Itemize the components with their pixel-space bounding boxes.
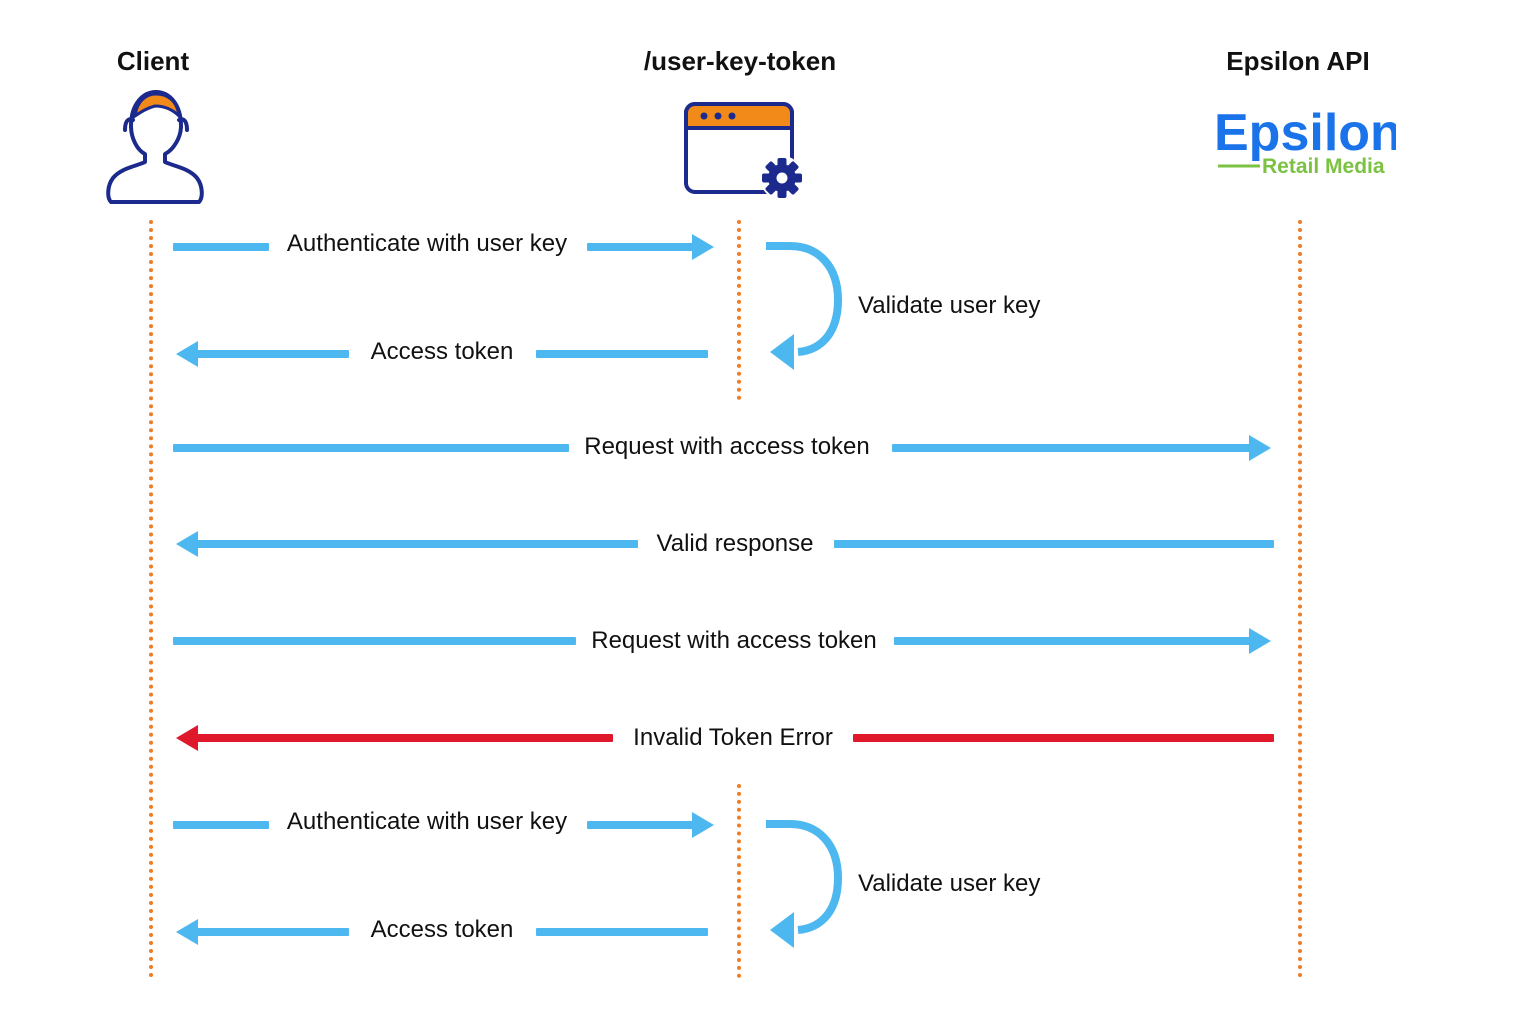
message-arrow-authenticate-1 bbox=[173, 243, 269, 251]
message-label-validate-1: Validate user key bbox=[858, 292, 1041, 319]
user-icon bbox=[106, 90, 204, 204]
message-arrow-valid-response-tail bbox=[834, 540, 1274, 548]
message-label-invalid-token-error: Invalid Token Error bbox=[633, 724, 833, 751]
message-label-validate-2: Validate user key bbox=[858, 870, 1041, 897]
message-arrow-access-token-1-tail bbox=[536, 350, 708, 358]
message-label-access-token-1: Access token bbox=[370, 338, 514, 365]
message-label-request-2: Request with access token bbox=[591, 627, 877, 654]
message-arrow-authenticate-1-tail bbox=[587, 243, 693, 251]
message-label-authenticate-1: Authenticate with user key bbox=[286, 230, 568, 257]
message-arrow-access-token-2 bbox=[196, 928, 349, 936]
message-arrow-access-token-1 bbox=[196, 350, 349, 358]
epsilon-logo-brand: Epsilon bbox=[1214, 104, 1396, 162]
message-arrow-request-1 bbox=[173, 444, 569, 452]
self-loop-arrow-validate-2 bbox=[766, 820, 843, 948]
message-label-authenticate-2: Authenticate with user key bbox=[286, 808, 568, 835]
api-lifeline bbox=[1298, 220, 1302, 978]
arrowhead-right bbox=[692, 234, 714, 260]
actor-api-title: Epsilon API bbox=[1226, 46, 1370, 76]
endpoint-lifeline-1 bbox=[737, 220, 741, 400]
actor-client-title: Client bbox=[116, 46, 190, 76]
self-loop-arrow-validate-1 bbox=[766, 242, 843, 370]
message-arrow-authenticate-2-tail bbox=[587, 821, 693, 829]
api-window-gear-icon bbox=[684, 102, 804, 200]
arrowhead-left bbox=[176, 531, 198, 557]
message-arrow-authenticate-2 bbox=[173, 821, 269, 829]
epsilon-logo: Epsilon Retail Media bbox=[1214, 104, 1396, 178]
message-arrow-request-2-tail bbox=[894, 637, 1250, 645]
arrowhead-right bbox=[1249, 628, 1271, 654]
message-arrow-invalid-token-error bbox=[196, 734, 613, 742]
message-arrow-invalid-token-error-tail bbox=[853, 734, 1274, 742]
message-arrow-access-token-2-tail bbox=[536, 928, 708, 936]
message-label-valid-response: Valid response bbox=[656, 530, 814, 557]
arrowhead-left bbox=[176, 341, 198, 367]
endpoint-lifeline-2 bbox=[737, 784, 741, 978]
arrowhead-right bbox=[692, 812, 714, 838]
message-arrow-request-1-tail bbox=[892, 444, 1250, 452]
client-lifeline bbox=[149, 220, 153, 978]
message-arrow-valid-response bbox=[196, 540, 638, 548]
actor-endpoint-title: /user-key-token bbox=[643, 46, 837, 76]
message-label-access-token-2: Access token bbox=[370, 916, 514, 943]
arrowhead-left bbox=[176, 919, 198, 945]
arrowhead-left-error bbox=[176, 725, 198, 751]
epsilon-logo-tagline: Retail Media bbox=[1262, 155, 1385, 178]
message-arrow-request-2 bbox=[173, 637, 576, 645]
arrowhead-right bbox=[1249, 435, 1271, 461]
message-label-request-1: Request with access token bbox=[584, 433, 870, 460]
